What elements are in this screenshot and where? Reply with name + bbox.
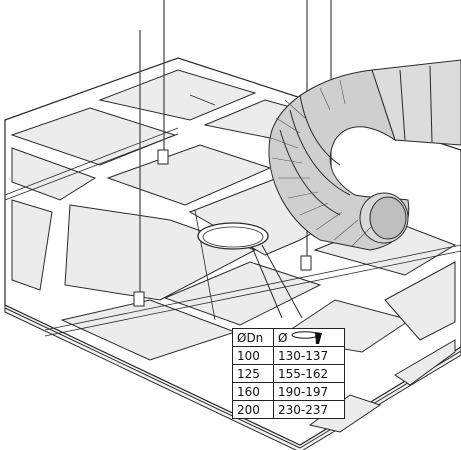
cell-dn: 160: [232, 382, 274, 401]
duct-size-table: ØDn Ø 100 130-137 125 155-162 160 190-19…: [232, 328, 345, 419]
duct-hole: [197, 222, 269, 250]
cell-range: 230-237: [273, 400, 345, 419]
table-row: 100 130-137: [232, 346, 345, 365]
cell-range: 130-137: [273, 346, 345, 365]
table-header-row: ØDn Ø: [232, 328, 345, 347]
table-row: 160 190-197: [232, 382, 345, 401]
cell-dn: 100: [232, 346, 274, 365]
cell-dn: 125: [232, 364, 274, 383]
table-row: 200 230-237: [232, 400, 345, 419]
flexible-duct: [268, 59, 461, 251]
hole-saw-icon: [291, 330, 323, 344]
table-row: 125 155-162: [232, 364, 345, 383]
header-hole-diameter: Ø: [273, 328, 345, 347]
cell-dn: 200: [232, 400, 274, 419]
ceiling-tbars: [4, 94, 461, 337]
callout-leader: [251, 244, 303, 319]
duct-ribs: [270, 79, 373, 247]
cell-range: 155-162: [273, 364, 345, 383]
header-nominal-diameter: ØDn: [232, 328, 274, 347]
hanger-clips: [133, 149, 312, 307]
cell-range: 190-197: [273, 382, 345, 401]
header-hole-diameter-label: Ø: [278, 330, 288, 345]
